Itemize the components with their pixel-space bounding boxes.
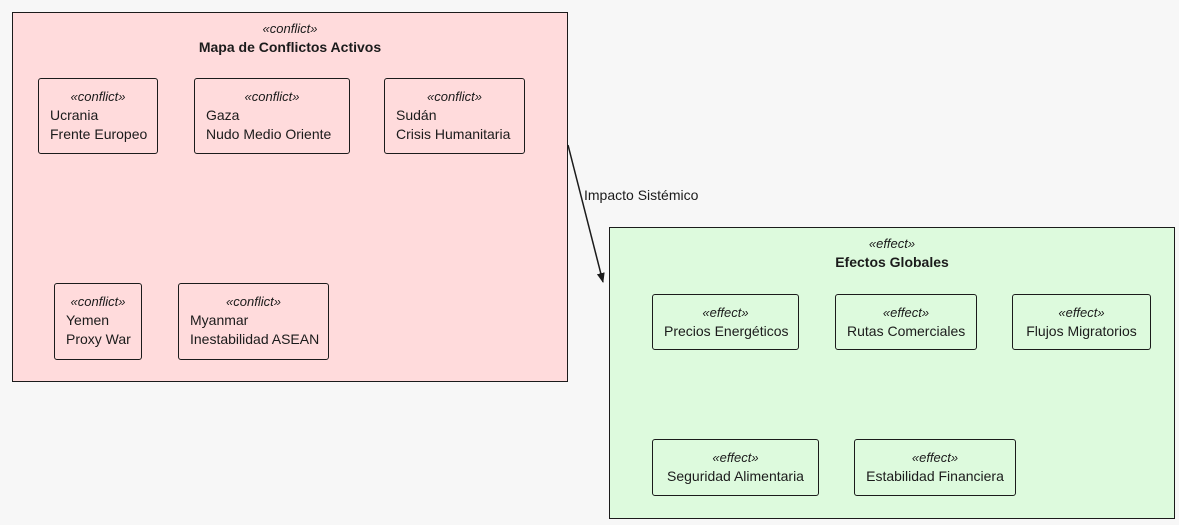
global-effects-stereotype: «effect» xyxy=(868,236,916,251)
node-myanmar-detail: Inestabilidad ASEAN xyxy=(190,331,320,347)
node-flujos-migratorios: «effect» Flujos Migratorios xyxy=(1012,294,1151,350)
global-effects-title: Efectos Globales xyxy=(835,254,949,270)
node-seguridad-stereotype: «effect» xyxy=(712,450,759,465)
conflict-map-container: «conflict» Mapa de Conflictos Activos «c… xyxy=(12,12,568,382)
node-sudan-name: Sudán xyxy=(396,107,437,123)
node-myanmar-stereotype: «conflict» xyxy=(226,294,281,309)
node-seguridad-name: Seguridad Alimentaria xyxy=(667,468,804,484)
node-gaza-detail: Nudo Medio Oriente xyxy=(206,126,332,142)
node-precios-name: Precios Energéticos xyxy=(664,323,789,339)
node-precios-stereotype: «effect» xyxy=(702,305,749,320)
node-flujos-stereotype: «effect» xyxy=(1058,305,1105,320)
conflict-map-title: Mapa de Conflictos Activos xyxy=(198,39,382,55)
node-ucrania: «conflict» Ucrania Frente Europeo xyxy=(38,78,158,154)
global-effects-header: «effect» Efectos Globales xyxy=(610,228,1174,272)
impact-edge-label: Impacto Sistémico xyxy=(584,187,699,203)
node-sudan-stereotype: «conflict» xyxy=(427,89,482,104)
node-gaza: «conflict» Gaza Nudo Medio Oriente xyxy=(194,78,350,154)
node-sudan: «conflict» Sudán Crisis Humanitaria xyxy=(384,78,525,154)
node-yemen: «conflict» Yemen Proxy War xyxy=(54,283,142,360)
node-flujos-name: Flujos Migratorios xyxy=(1026,323,1137,339)
node-rutas-name: Rutas Comerciales xyxy=(847,323,966,339)
node-yemen-detail: Proxy War xyxy=(66,331,131,347)
node-yemen-name: Yemen xyxy=(66,312,110,328)
node-ucrania-detail: Frente Europeo xyxy=(50,126,148,142)
node-myanmar: «conflict» Myanmar Inestabilidad ASEAN xyxy=(178,283,329,360)
global-effects-container: «effect» Efectos Globales «effect» Preci… xyxy=(609,227,1175,519)
node-ucrania-stereotype: «conflict» xyxy=(70,89,126,104)
node-ucrania-name: Ucrania xyxy=(50,107,99,123)
node-estabilidad-name: Estabilidad Financiera xyxy=(866,468,1004,484)
conflict-map-stereotype: «conflict» xyxy=(262,21,318,36)
node-estabilidad-financiera: «effect» Estabilidad Financiera xyxy=(854,439,1016,496)
node-rutas-comerciales: «effect» Rutas Comerciales xyxy=(835,294,977,350)
node-seguridad-alimentaria: «effect» Seguridad Alimentaria xyxy=(652,439,819,496)
node-myanmar-name: Myanmar xyxy=(190,312,249,328)
node-gaza-stereotype: «conflict» xyxy=(244,89,300,104)
node-rutas-stereotype: «effect» xyxy=(882,305,930,320)
node-sudan-detail: Crisis Humanitaria xyxy=(396,126,511,142)
node-yemen-stereotype: «conflict» xyxy=(70,294,126,309)
node-precios-energeticos: «effect» Precios Energéticos xyxy=(652,294,799,350)
node-gaza-name: Gaza xyxy=(206,107,240,123)
conflict-map-header: «conflict» Mapa de Conflictos Activos xyxy=(13,13,567,57)
node-estabilidad-stereotype: «effect» xyxy=(911,450,959,465)
